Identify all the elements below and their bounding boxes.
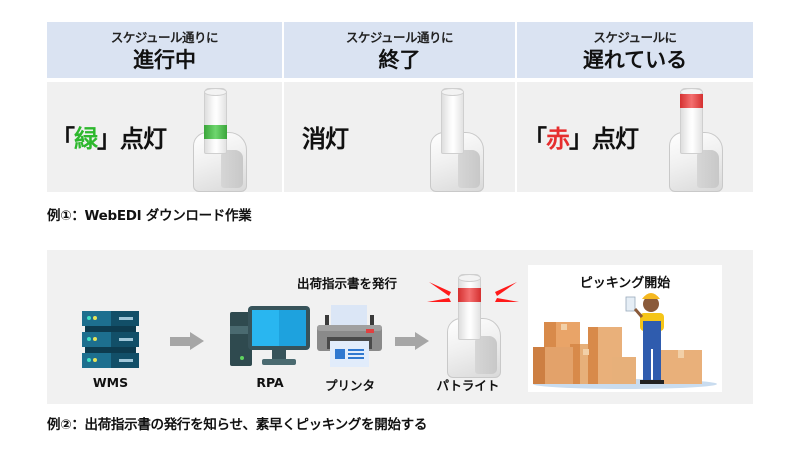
state-suffix: 」点灯 [97, 125, 167, 153]
arrow-right-icon [395, 332, 429, 350]
signal-tower-light-icon [423, 274, 523, 378]
header-subtitle: スケジュールに [593, 30, 677, 45]
signal-tower-light-icon [193, 88, 249, 192]
example1-caption: 例①：WebEDI ダウンロード作業 [47, 208, 252, 224]
picking-start-title: ピッキング開始 [579, 276, 671, 291]
node-label-patlite: パトライト [436, 378, 500, 393]
red-light-band [458, 288, 481, 302]
green-light-band [204, 125, 227, 139]
server-icon [82, 311, 139, 368]
bracket-open: 「 [523, 125, 547, 153]
printer-icon [317, 305, 382, 367]
header-finished: スケジュール通りに 終了 [284, 22, 515, 78]
state-off: 消灯 [302, 125, 349, 153]
picking-start-illustration: ピッキング開始 [528, 265, 722, 392]
cell-delayed: 「赤」点灯 [517, 82, 753, 192]
worker-with-boxes-icon [533, 293, 717, 389]
signal-tower-light-icon [669, 88, 725, 192]
desktop-computer-icon [230, 306, 310, 366]
flash-rays-icon [427, 282, 519, 302]
state-suffix: 」点灯 [569, 125, 639, 153]
status-table: スケジュール通りに 進行中 「緑」点灯 スケジュール通りに 終了 消灯 スケジュ… [47, 22, 753, 192]
header-title: 終了 [378, 48, 421, 72]
header-in-progress: スケジュール通りに 進行中 [47, 22, 282, 78]
example2-caption: 例②：出荷指示書の発行を知らせ、素早くピッキングを開始する [47, 417, 428, 433]
color-word-red: 赤 [546, 125, 570, 153]
header-delayed: スケジュールに 遅れている [517, 22, 753, 78]
header-title: 進行中 [133, 48, 196, 72]
header-subtitle: スケジュール通りに [345, 30, 454, 45]
arrow-right-icon [170, 332, 204, 350]
color-word-green: 緑 [74, 125, 98, 153]
red-light-band [680, 94, 703, 108]
state-red-on: 「赤」点灯 [523, 119, 639, 154]
state-green-on: 「緑」点灯 [51, 119, 167, 154]
cell-finished: 消灯 [284, 82, 515, 192]
cell-in-progress: 「緑」点灯 [47, 82, 282, 192]
signal-tower-light-icon [430, 88, 486, 192]
header-title: 遅れている [582, 48, 688, 72]
node-label-printer: プリンタ [324, 378, 375, 393]
header-subtitle: スケジュール通りに [110, 30, 219, 45]
node-label-rpa: RPA [256, 375, 284, 390]
bracket-open: 「 [51, 125, 75, 153]
flow-title: 出荷指示書を発行 [296, 276, 397, 291]
node-label-wms: WMS [92, 375, 129, 390]
